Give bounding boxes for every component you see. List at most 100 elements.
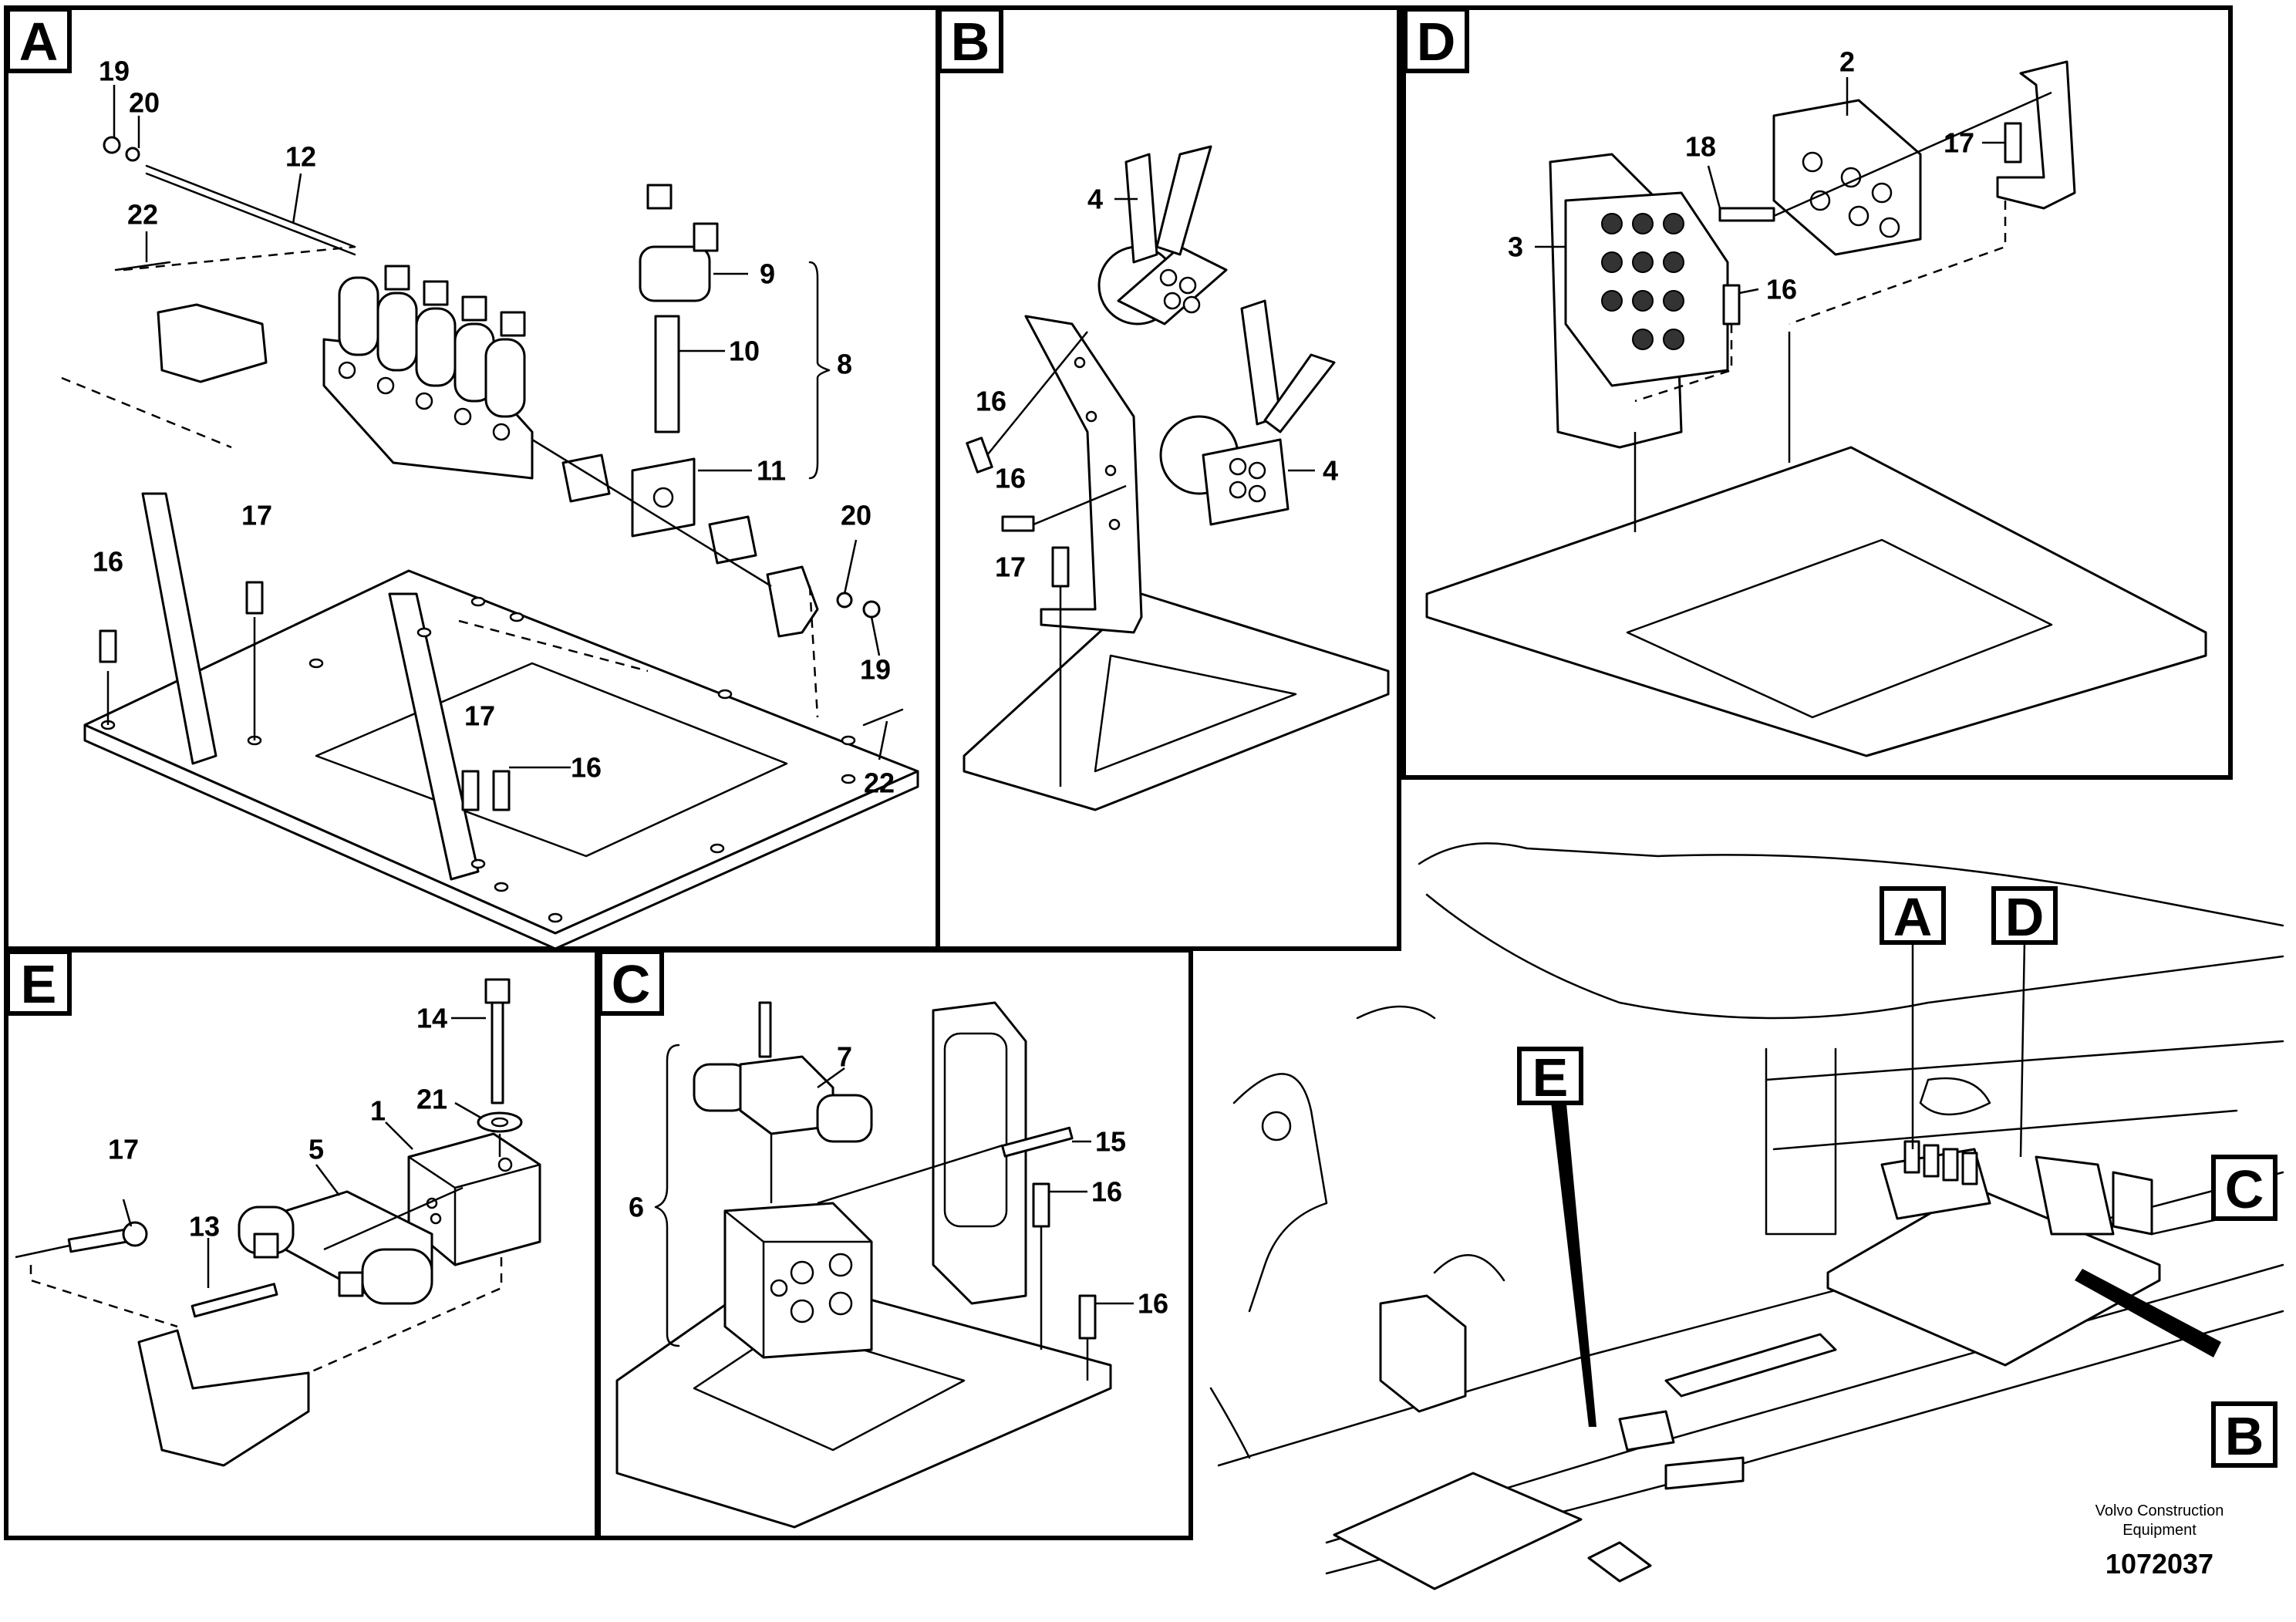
bolt-shank-14 bbox=[491, 1001, 504, 1104]
valve-cartridge-10 bbox=[654, 315, 680, 433]
callout-a-19: 19 bbox=[99, 56, 130, 87]
callout-d-18: 18 bbox=[1685, 131, 1716, 163]
svg-text:D: D bbox=[2005, 887, 2045, 947]
frame-hole bbox=[1261, 1111, 1292, 1141]
frame-wall bbox=[1765, 1047, 1837, 1236]
callout-a-12: 12 bbox=[285, 141, 316, 173]
callout-c-16b: 16 bbox=[1138, 1288, 1168, 1320]
panel-c-callouts: 7 15 16 6 16 bbox=[629, 1041, 1168, 1320]
callout-a-17b: 17 bbox=[464, 700, 495, 732]
control-valve-upper bbox=[1097, 145, 1228, 325]
valve-assembly-overview bbox=[1826, 1140, 2161, 1367]
control-valve-lower bbox=[1159, 299, 1336, 526]
seat-post bbox=[1379, 1294, 1467, 1413]
callout-a-8: 8 bbox=[837, 349, 852, 380]
solenoid-valve-7 bbox=[693, 1001, 873, 1143]
bolt-b-17 bbox=[1051, 546, 1070, 588]
frame-slot bbox=[1919, 1077, 1991, 1116]
callout-a-20: 20 bbox=[129, 87, 160, 119]
callout-a-10: 10 bbox=[729, 336, 760, 367]
end-bracket-a bbox=[766, 565, 819, 638]
solenoid-coil-9 bbox=[639, 245, 711, 302]
dashed-guide-a2 bbox=[458, 619, 649, 673]
machine-overview bbox=[1209, 842, 2284, 1590]
panel-d bbox=[1425, 60, 2207, 757]
callout-a-22: 22 bbox=[127, 199, 158, 231]
frame-edge-lower bbox=[1209, 1387, 1251, 1459]
leader-a-rod bbox=[531, 438, 772, 588]
panel-d-frame bbox=[1401, 5, 2233, 780]
brace-6 bbox=[654, 1044, 680, 1347]
plate-holes-a bbox=[100, 596, 856, 923]
svg-text:C: C bbox=[2225, 1159, 2264, 1219]
bolt-b-16b bbox=[1001, 515, 1035, 532]
callout-b-17: 17 bbox=[995, 551, 1026, 583]
callout-d-17: 17 bbox=[1944, 127, 1974, 159]
callout-b-16b: 16 bbox=[995, 463, 1026, 494]
base-plate-a-edge bbox=[83, 723, 919, 950]
washer-20b bbox=[836, 592, 853, 609]
bolt-c-top bbox=[758, 1001, 772, 1058]
solenoid-connector-9 bbox=[693, 222, 719, 252]
manifold-block-3 bbox=[1549, 153, 1729, 449]
valve-bracket-a bbox=[157, 303, 268, 383]
valve-e-bracket bbox=[1664, 1456, 1745, 1490]
callout-c-15: 15 bbox=[1095, 1126, 1126, 1158]
panel-c-frame bbox=[596, 948, 1193, 1540]
dashed-guide-d2 bbox=[1789, 201, 2007, 325]
panel-a-badge: A bbox=[5, 7, 72, 73]
panel-c-badge: C bbox=[598, 949, 664, 1016]
dashed-guide-a4 bbox=[123, 245, 356, 271]
svg-text:C: C bbox=[612, 954, 651, 1014]
base-plate-d-cutout bbox=[1626, 538, 2053, 719]
svg-text:D: D bbox=[1417, 12, 1456, 72]
frame-line-b bbox=[1772, 1109, 2238, 1151]
panel-e bbox=[15, 978, 541, 1467]
company-name-line1: Volvo Construction bbox=[2095, 1502, 2224, 1519]
screw-22b bbox=[862, 708, 904, 727]
callout-a-16b: 16 bbox=[571, 752, 602, 784]
callout-a-20b: 20 bbox=[841, 500, 872, 531]
overview-marker-b: B bbox=[2211, 1401, 2277, 1468]
svg-text:B: B bbox=[951, 12, 990, 72]
manifold-block-2 bbox=[1772, 99, 1922, 256]
dashed-guide-d1 bbox=[1634, 324, 1733, 403]
overview-marker-e: E bbox=[1517, 1047, 1583, 1108]
panel-b-badge: B bbox=[937, 7, 1003, 73]
bracket-d bbox=[1996, 60, 2076, 210]
callout-e-13: 13 bbox=[189, 1211, 220, 1243]
base-plate-a-cutout bbox=[315, 662, 788, 858]
dashed-guide-e1 bbox=[29, 1265, 178, 1328]
screw-22 bbox=[114, 261, 171, 271]
frame-line-a bbox=[1765, 1040, 2284, 1081]
dashed-guide-a3 bbox=[808, 585, 819, 718]
callout-d-2: 2 bbox=[1839, 46, 1855, 78]
bracket-e bbox=[137, 1329, 310, 1467]
panel-e-callouts: 14 21 1 17 5 13 bbox=[108, 1003, 447, 1243]
callout-e-5: 5 bbox=[308, 1134, 324, 1165]
dashed-guide-a1 bbox=[61, 376, 232, 449]
callout-b-4: 4 bbox=[1087, 184, 1103, 215]
solenoid-cap bbox=[646, 184, 673, 210]
company-name-line2: Equipment bbox=[2122, 1522, 2197, 1539]
panel-e-badge: E bbox=[5, 949, 72, 1016]
callout-a-11: 11 bbox=[757, 455, 786, 487]
panel-c bbox=[615, 1001, 1134, 1529]
callout-a-16: 16 bbox=[93, 546, 123, 578]
callout-d-16: 16 bbox=[1766, 274, 1797, 305]
svg-text:E: E bbox=[1532, 1047, 1569, 1108]
leader-marker-e bbox=[1550, 1095, 1596, 1427]
callout-b-16: 16 bbox=[976, 386, 1006, 417]
callout-b-4b: 4 bbox=[1323, 455, 1338, 487]
callout-c-7: 7 bbox=[837, 1041, 852, 1073]
nut-19 bbox=[103, 136, 121, 154]
frame-curve-left bbox=[1356, 1005, 1436, 1020]
overview-marker-a: A bbox=[1880, 886, 1946, 947]
callout-a-9: 9 bbox=[760, 258, 775, 290]
bolt-b-16a bbox=[966, 437, 993, 474]
svg-text:A: A bbox=[19, 12, 59, 72]
overview-marker-c: C bbox=[2211, 1155, 2277, 1221]
callout-e-21: 21 bbox=[416, 1084, 447, 1115]
leader-marker-d bbox=[2019, 940, 2026, 1158]
leader-marker-b bbox=[2075, 1269, 2221, 1357]
